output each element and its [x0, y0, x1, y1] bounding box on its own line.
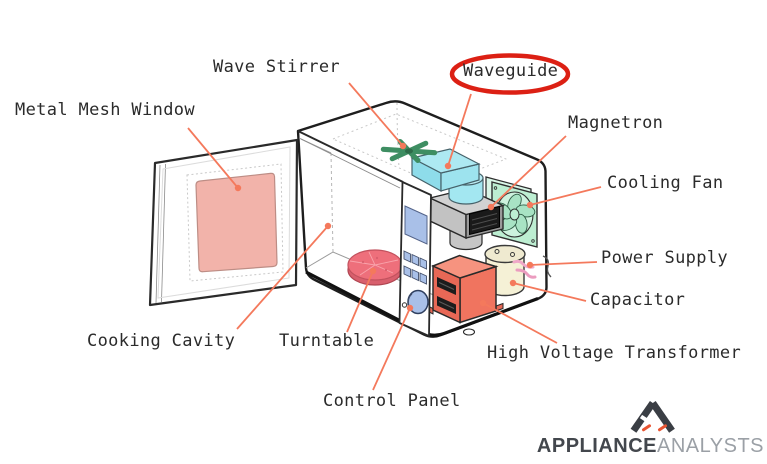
leader-lines	[187, 82, 602, 391]
label-power-supply: Power Supply	[601, 248, 729, 268]
control-panel-part	[398, 181, 432, 337]
label-wave-stirrer: Wave Stirrer	[213, 57, 341, 77]
waveguide-part	[410, 148, 484, 205]
transformer-part	[427, 254, 504, 324]
brand-mountain-icon	[630, 401, 675, 433]
brand-name-light: ANALYSTS	[657, 435, 764, 457]
door-part	[148, 138, 299, 307]
brand-wordmark: APPLIANCEANALYSTS	[537, 435, 764, 458]
label-waveguide-highlighted: Waveguide	[463, 61, 559, 81]
turntable-part	[347, 249, 403, 286]
label-cooling-fan: Cooling Fan	[607, 173, 724, 193]
label-cooking-cavity: Cooking Cavity	[87, 331, 236, 351]
label-capacitor: Capacitor	[590, 290, 686, 310]
waveguide-highlight-ellipse	[449, 53, 571, 95]
label-magnetron: Magnetron	[568, 113, 664, 133]
label-turntable: Turntable	[279, 331, 375, 351]
label-high-voltage-transformer: High Voltage Transformer	[487, 343, 742, 363]
brand-name-bold: APPLIANCE	[536, 435, 657, 457]
label-control-panel: Control Panel	[323, 391, 461, 411]
label-metal-mesh-window: Metal Mesh Window	[15, 100, 195, 120]
